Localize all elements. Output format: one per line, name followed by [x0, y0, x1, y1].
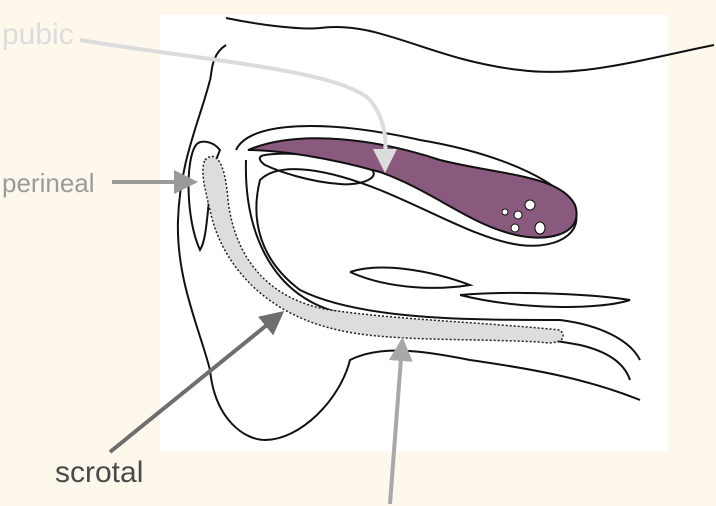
label-pubic: pubic [2, 18, 74, 51]
label-scrotal: scrotal [55, 456, 144, 489]
pubic-arrow [79, 38, 398, 173]
bulb-hole [501, 208, 509, 216]
abdomen-outline [225, 17, 715, 73]
bulb-hole [513, 210, 523, 220]
bottom-arrow [388, 337, 413, 505]
urethra-outer [235, 125, 641, 361]
distal-fold [459, 291, 631, 308]
urethral-bulb [247, 137, 578, 239]
body-outline [176, 79, 641, 442]
stippled-corpus [202, 155, 564, 344]
scrotal-fold [349, 266, 474, 289]
scrotal-arrow [108, 310, 285, 454]
bulb-hole [524, 199, 536, 211]
bulb-hole [534, 221, 546, 235]
label-perineal: perineal [2, 168, 95, 198]
bulb-hole [510, 223, 520, 233]
perineum-outline [209, 44, 227, 81]
anatomical-illustration [160, 15, 668, 451]
